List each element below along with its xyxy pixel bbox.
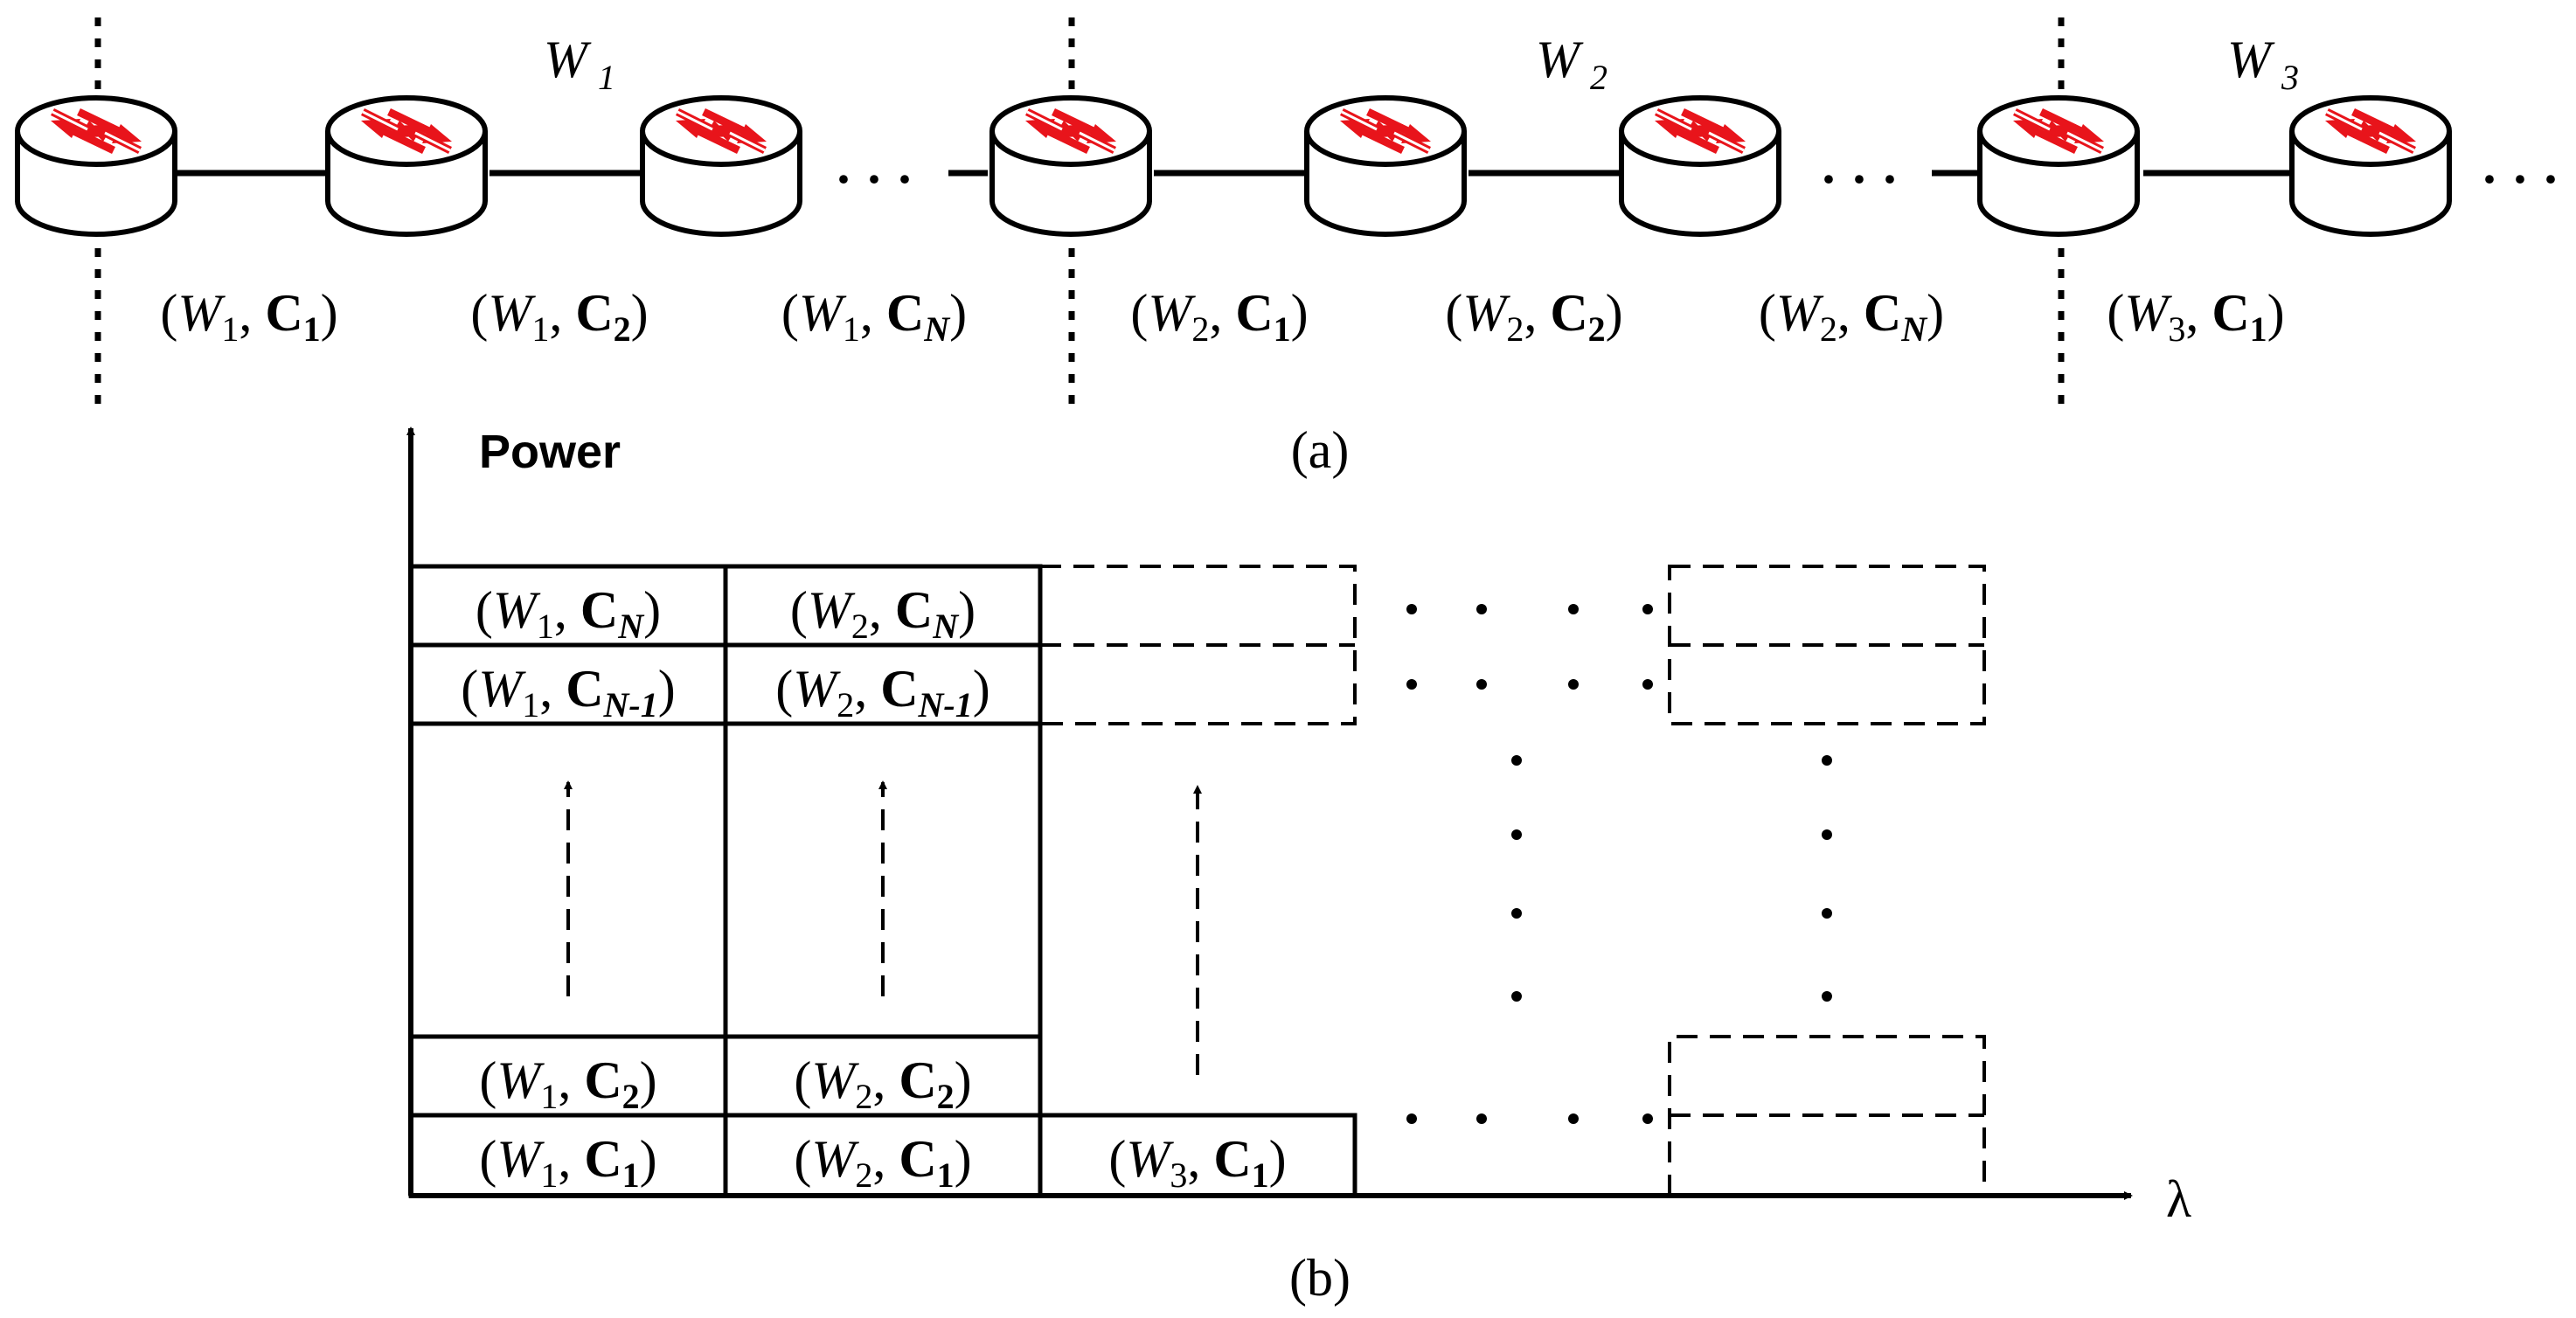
- ellipsis: · · ·: [835, 150, 913, 208]
- cell-label-w2-c1: (W2, C1): [794, 1130, 971, 1195]
- x-axis-label: λ: [2166, 1170, 2191, 1228]
- router-icon: [328, 98, 485, 234]
- cell-label-w1-cn: (W1, CN): [476, 581, 661, 646]
- y-axis-label: Power: [479, 426, 621, 478]
- node-label: (W2, CN): [1759, 284, 1944, 349]
- block-w3-c1: [1038, 1113, 1357, 1198]
- node-label: (W2, C2): [1445, 284, 1622, 349]
- router-icon: [1621, 98, 1779, 234]
- node-label: (W1, CN): [781, 284, 967, 349]
- cell-label-w3-c1: (W3, C1): [1108, 1130, 1286, 1195]
- cell-label-w1-cn1: (W1, CN-1): [461, 660, 676, 725]
- node-label: (W2, C1): [1130, 284, 1308, 349]
- ellipsis: · · ·: [1820, 150, 1899, 208]
- router-icon: [1980, 98, 2137, 234]
- node-label: (W1, C1): [160, 284, 337, 349]
- router-icon: [17, 98, 175, 234]
- node-label: (W1, C2): [470, 284, 648, 349]
- cell-label-w2-cn: (W2, CN): [790, 581, 976, 646]
- caption-a: (a): [1291, 421, 1350, 479]
- caption-b: (b): [1289, 1249, 1350, 1307]
- ellipsis: · · ·: [2481, 150, 2559, 208]
- node-label: (W3, C1): [2107, 284, 2284, 349]
- router-icon: [1307, 98, 1464, 234]
- continuation-dots: [1406, 604, 1832, 1124]
- cell-label-w1-c2: (W1, C2): [479, 1051, 656, 1116]
- router-icon: [2292, 98, 2449, 234]
- panel-b: Power λ: [406, 426, 2191, 1307]
- router-icon: [992, 98, 1149, 234]
- cell-label-w1-c1: (W1, C1): [479, 1130, 656, 1195]
- cell-label-w2-c2: (W2, C2): [794, 1051, 971, 1116]
- cell-label-w2-cn1: (W2, CN-1): [775, 660, 990, 725]
- router-icon: [642, 98, 800, 234]
- block-w2-column: [723, 564, 1043, 1198]
